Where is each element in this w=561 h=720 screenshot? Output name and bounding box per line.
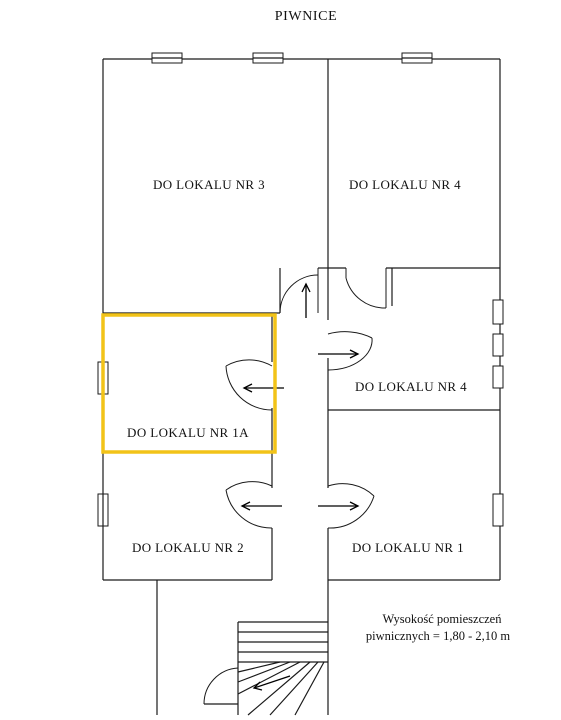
highlight-room-1a (101, 313, 277, 454)
door (327, 483, 375, 529)
plan-title: PIWNICE (275, 9, 338, 24)
window (492, 493, 504, 527)
door (279, 268, 319, 314)
room-label-nr4-top: DO LOKALU NR 4 (349, 177, 461, 192)
windows (97, 52, 504, 527)
stairs (204, 621, 328, 716)
room-label-nr4-mid: DO LOKALU NR 4 (355, 379, 467, 394)
interior-walls (103, 59, 500, 580)
arrow-up-icon (301, 282, 311, 318)
arrow-right-icon (318, 501, 360, 511)
window (492, 365, 504, 389)
arrow-left-icon (252, 675, 291, 691)
doors (203, 268, 387, 705)
window (492, 299, 504, 325)
height-note-line2: piwnicznych = 1,80 - 2,10 m (366, 629, 510, 643)
door (345, 268, 387, 309)
height-note-line1: Wysokość pomieszczeń (382, 612, 502, 626)
arrow-left-icon (240, 501, 282, 511)
window (492, 333, 504, 357)
room-label-nr2: DO LOKALU NR 2 (132, 540, 244, 555)
room-label-nr1a: DO LOKALU NR 1A (127, 425, 249, 440)
door (225, 481, 273, 529)
room-label-nr3: DO LOKALU NR 3 (153, 177, 265, 192)
arrow-left-icon (242, 383, 284, 393)
arrows (240, 282, 360, 691)
door (203, 667, 239, 705)
arrow-right-icon (318, 349, 360, 359)
door (225, 359, 273, 411)
room-label-nr1: DO LOKALU NR 1 (352, 540, 464, 555)
door (327, 331, 373, 371)
